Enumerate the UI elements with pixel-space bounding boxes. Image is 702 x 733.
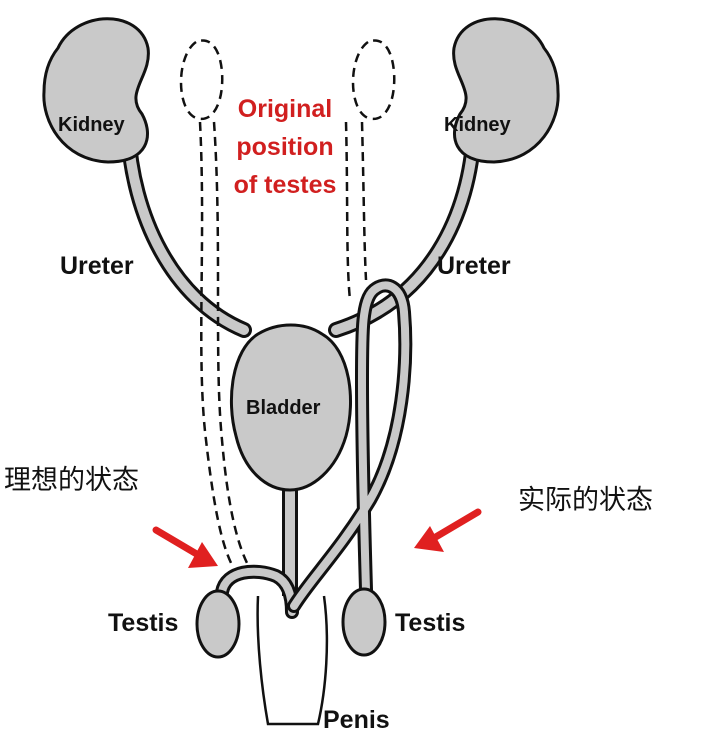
kidney-left-shape [42,17,150,164]
actual-state-label: 实际的状态 [518,485,653,516]
bladder-label: Bladder [246,397,321,419]
original-position-title: Original position of testes [212,90,358,204]
arrow-right-icon [414,508,482,552]
original-position-line-1: Original [237,95,333,123]
vas-deferens-left-fill [218,567,296,616]
testis-left-shape [195,589,241,659]
descent-path-left-dashed [198,121,250,566]
testis-left-label: Testis [108,609,179,637]
testis-right-label: Testis [395,609,466,637]
ureter-right-label: Ureter [437,252,511,280]
original-testis-left-dashed [179,39,224,121]
ureter-left-label: Ureter [60,252,134,280]
original-testis-right-dashed [351,39,396,121]
descent-path-right-dashed [344,121,368,301]
original-position-line-3: of testes [233,171,337,199]
penis-shape [256,595,329,726]
kidney-left-label: Kidney [58,114,125,136]
testis-right-shape [341,587,387,657]
ideal-state-label: 理想的状态 [4,465,139,496]
bladder-shape [229,323,352,492]
penis-label: Penis [323,706,390,733]
ureter-left-tube-fill [123,125,249,335]
vas-deferens-right-fill [290,281,410,610]
kidney-right-shape [452,17,560,164]
arrow-left-icon [152,526,218,568]
kidney-right-label: Kidney [444,114,511,136]
original-position-line-2: position [236,133,334,161]
